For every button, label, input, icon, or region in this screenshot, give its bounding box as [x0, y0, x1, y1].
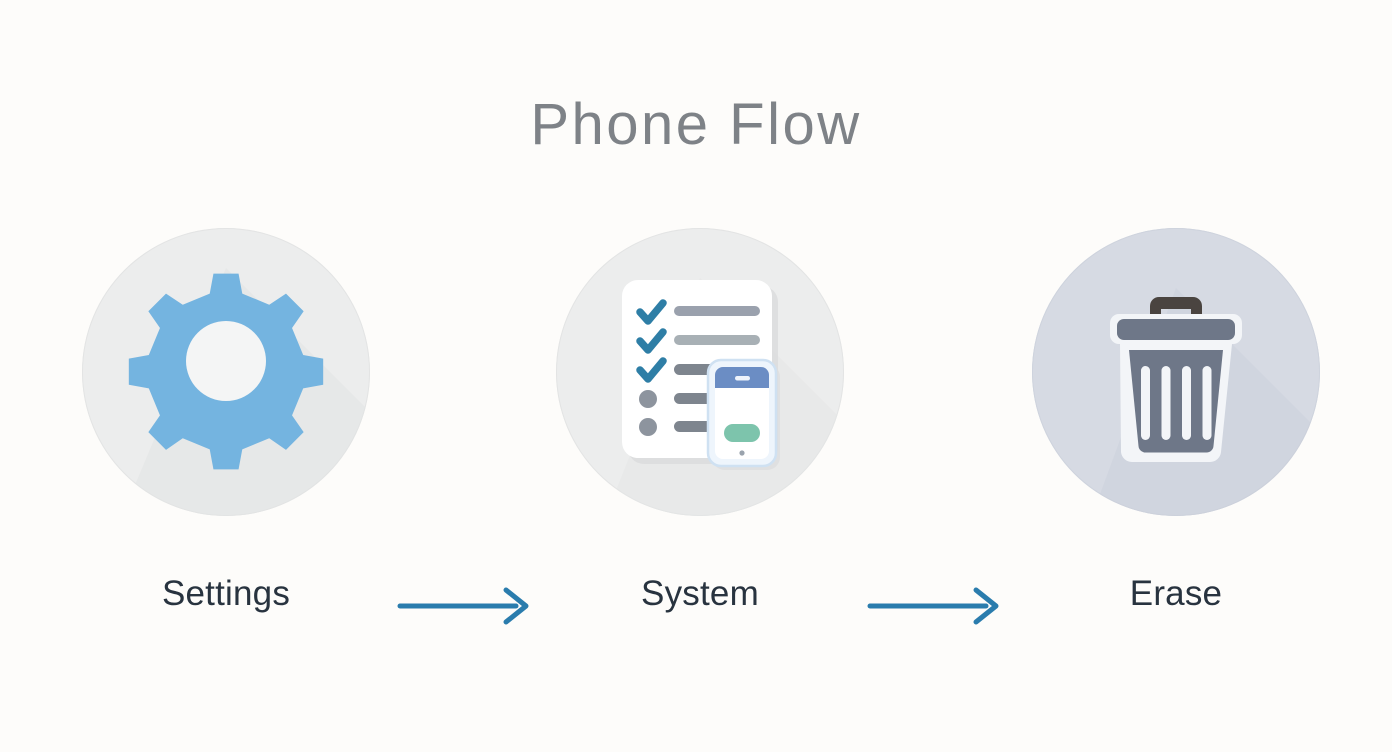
system-disc [556, 228, 844, 516]
checklist-phone-icon [622, 280, 780, 470]
flow-step-system[interactable]: System [554, 226, 846, 646]
flow-diagram: Settings [0, 226, 1392, 646]
gear-icon [128, 273, 324, 470]
flow-step-label-system: System [641, 574, 759, 613]
settings-disc [82, 228, 370, 516]
checklist-row-2 [636, 328, 760, 354]
flow-step-erase[interactable]: Erase [1030, 226, 1322, 646]
flow-step-label-settings: Settings [161, 574, 291, 613]
arrow-right-icon-settings-system [397, 587, 529, 625]
trash-handle [1150, 297, 1202, 316]
page-title: Phone Flow [530, 92, 862, 157]
erase-disc [1032, 228, 1320, 516]
trash-slots [1141, 366, 1212, 440]
arrow-right-icon-system-erase [867, 587, 999, 625]
flow-step-label-erase: Erase [1129, 574, 1223, 613]
trash-icon [1110, 297, 1242, 463]
flow-step-settings[interactable]: Settings [80, 226, 372, 646]
checklist-row-1 [636, 299, 760, 325]
